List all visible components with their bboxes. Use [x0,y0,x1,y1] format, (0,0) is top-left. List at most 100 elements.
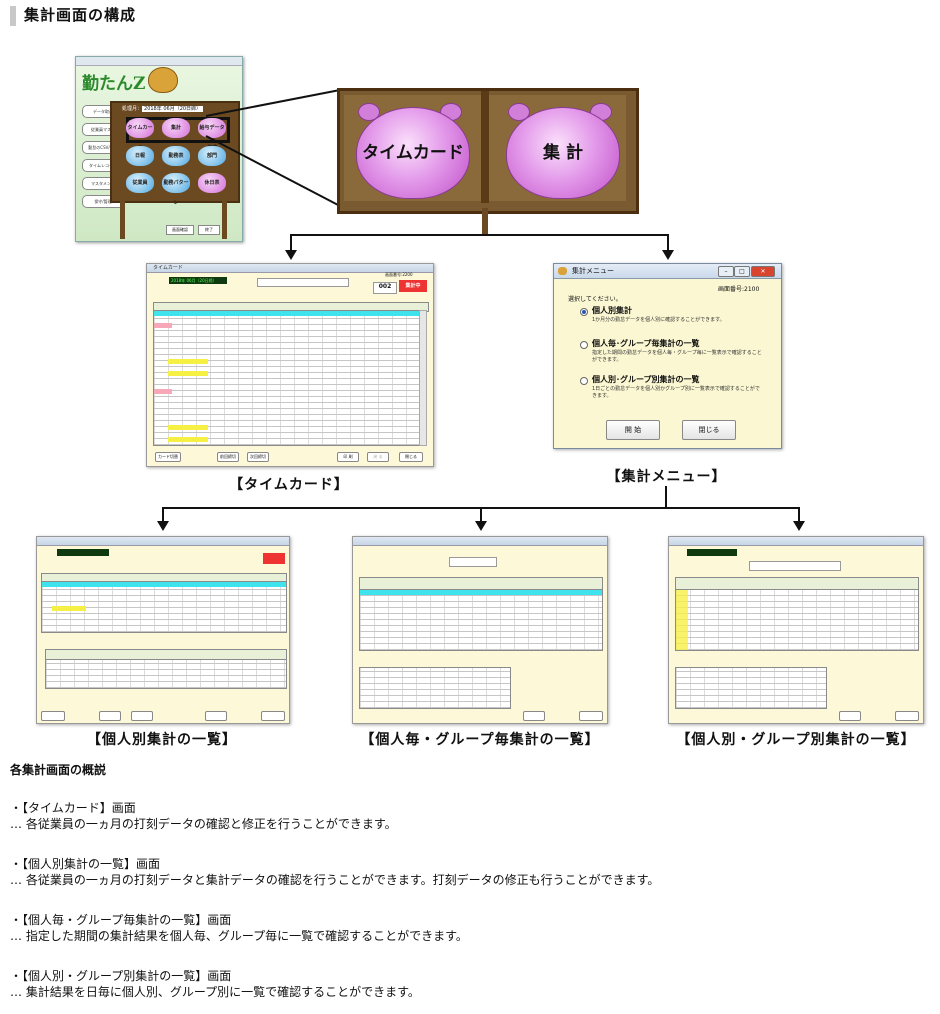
zoomed-tally-button[interactable]: 集 計 [506,107,620,199]
option-title-individual[interactable]: 個人別集計 [592,306,632,315]
tally-button[interactable]: 集計 [162,118,190,138]
grid-scrollbar[interactable] [419,310,427,446]
connector-drop-2 [480,507,482,523]
highlight-row [168,425,208,430]
overview-item-desc: … 指定した期間の集計結果を個人毎、グループ毎に一覧で確認することができます。 [10,929,468,943]
option-radio-each[interactable] [580,341,588,349]
zoomed-board-post [482,208,488,234]
overview-item-label: ・【個人別集計の一覧】画面 [10,857,161,871]
byday-button[interactable] [839,711,861,721]
individual-grid [41,581,287,633]
back-button[interactable]: 戻 る [367,452,389,462]
board-post-left [120,199,125,239]
option-radio-byday[interactable] [580,377,588,385]
individual-status-badge [263,553,285,564]
prev-close-button[interactable]: 前回締切 [217,452,239,462]
bear-ear-icon [508,103,530,121]
selected-row [42,582,286,587]
arrow-down-icon [793,521,805,531]
connector-drop-right [667,234,669,252]
each-type-select[interactable] [449,557,497,567]
main-button-board: 処理月：2018年 06月（20日締） タイムカード 集計 給与データ作成 日報… [110,101,240,206]
bear-app-icon [558,267,567,275]
highlight-row [168,371,208,376]
caption-each: 【個人毎・グループ毎集計の一覧】 [360,732,600,748]
zoomed-board-divider [481,91,489,203]
day-column-highlight [676,590,688,650]
connector-drop-3 [798,507,800,523]
department-button[interactable]: 部門 [198,146,226,166]
arrow-down-icon [157,521,169,531]
option-desc-individual: 1か月分の勤怠データを個人別に確認することができます。 [592,317,725,323]
individual-button[interactable] [205,711,227,721]
caption-timecard: 【タイムカード】 [229,477,349,493]
overview-item-desc: … 各従業員の一ヵ月の打刻データと集計データの確認を行うことができます。打刻デー… [10,873,660,887]
byday-type-select[interactable] [749,561,841,571]
timecard-date: 2018年 06月（20日締） [169,277,227,284]
caption-menu: 【集計メニュー】 [606,469,727,485]
card-switch-button[interactable]: カード切替 [155,452,181,462]
connector-drop-left [290,234,292,252]
employee-select[interactable] [257,278,349,287]
screen-check-button[interactable]: 画面確認 [166,225,194,235]
overview-item-label: ・【タイムカード】画面 [10,801,136,815]
individual-button[interactable] [41,711,65,721]
individual-button[interactable] [261,711,285,721]
tally-menu-window: 集計メニュー – □ ✕ 画面番号:2100 選択してください。 個人別集計 1… [553,263,782,449]
zoomed-timecard-button[interactable]: タイムカード [356,107,470,199]
overview-item-label: ・【個人毎・グループ毎集計の一覧】画面 [10,913,232,927]
daily-report-button[interactable]: 日報 [126,146,154,166]
zoom-connector-lines [205,89,341,207]
selected-row [360,590,602,595]
close-icon[interactable]: ✕ [751,266,775,277]
arrow-down-icon [662,250,674,260]
maximize-icon[interactable]: □ [734,266,750,277]
zoomed-button-board: タイムカード 集 計 [337,88,639,214]
option-desc-byday: 1日ごとの勤怠データを個人別かグループ別に一覧表示で確認することができます。 [592,386,760,399]
screen-number: 画面番号:2200 [385,272,413,277]
each-button[interactable] [523,711,545,721]
holiday-row-marker [154,389,172,394]
exit-button[interactable]: 終了 [198,225,220,235]
timecard-screenshot: タイムカード 2018年 06月（20日締） 002 集計中 画面番号:2200… [146,263,434,467]
each-grid [359,589,603,651]
overview-item-desc: … 各従業員の一ヵ月の打刻データの確認と修正を行うことができます。 [10,817,397,831]
option-desc-each: 指定した期間の勤怠データを個人毎・グループ毎に一覧表示で確認することができます。 [592,350,762,363]
menu-close-button[interactable]: 閉じる [682,420,736,440]
individual-date-badge [57,549,109,556]
individual-button[interactable] [131,711,153,721]
timecard-titlebar: タイムカード [147,264,433,273]
menu-prompt: 選択してください。 [568,296,622,303]
menu-screen-number: 画面番号:2100 [718,286,760,293]
option-title-each[interactable]: 個人毎･グループ毎集計の一覧 [592,339,700,348]
option-title-byday[interactable]: 個人別･グループ別集計の一覧 [592,375,700,384]
individual-button[interactable] [99,711,121,721]
app-logo: 勤たんZ [82,74,146,94]
each-summary-grid [359,667,511,709]
option-radio-individual[interactable] [580,308,588,316]
employee-button[interactable]: 従業員 [126,173,154,193]
board-post-right [222,199,227,239]
holiday-table-button[interactable]: 休日表 [198,173,226,193]
individual-tally-screenshot [36,536,290,724]
header-marker [10,6,16,26]
highlight-row [168,437,208,442]
print-button[interactable]: 印 刷 [337,452,359,462]
work-pattern-button[interactable]: 勤務パターン [162,173,190,206]
card-number: 002 [373,282,397,294]
minimize-icon[interactable]: – [718,266,734,277]
overview-item-desc: … 集計結果を日毎に個人別、グループ別に一覧で確認することができます。 [10,985,420,999]
byday-button[interactable] [895,711,919,721]
next-close-button[interactable]: 次回締切 [247,452,269,462]
work-schedule-button[interactable]: 勤務表 [162,146,190,166]
arrow-down-icon [285,250,297,260]
period-label: 処理月：2018年 06月（20日締） [122,106,204,112]
byday-summary-grid [675,667,827,709]
tally-status-badge: 集計中 [399,280,427,292]
start-button[interactable]: 開 始 [606,420,660,440]
each-button[interactable] [579,711,603,721]
main-app-window: 勤たんZ データ取込 従業員マスタ 勤怠のCSV/印刷 タイムレコーダ マスタメ… [75,56,243,242]
byday-tally-screenshot [668,536,924,724]
close-button[interactable]: 閉じる [399,452,423,462]
byday-grid [675,589,919,651]
